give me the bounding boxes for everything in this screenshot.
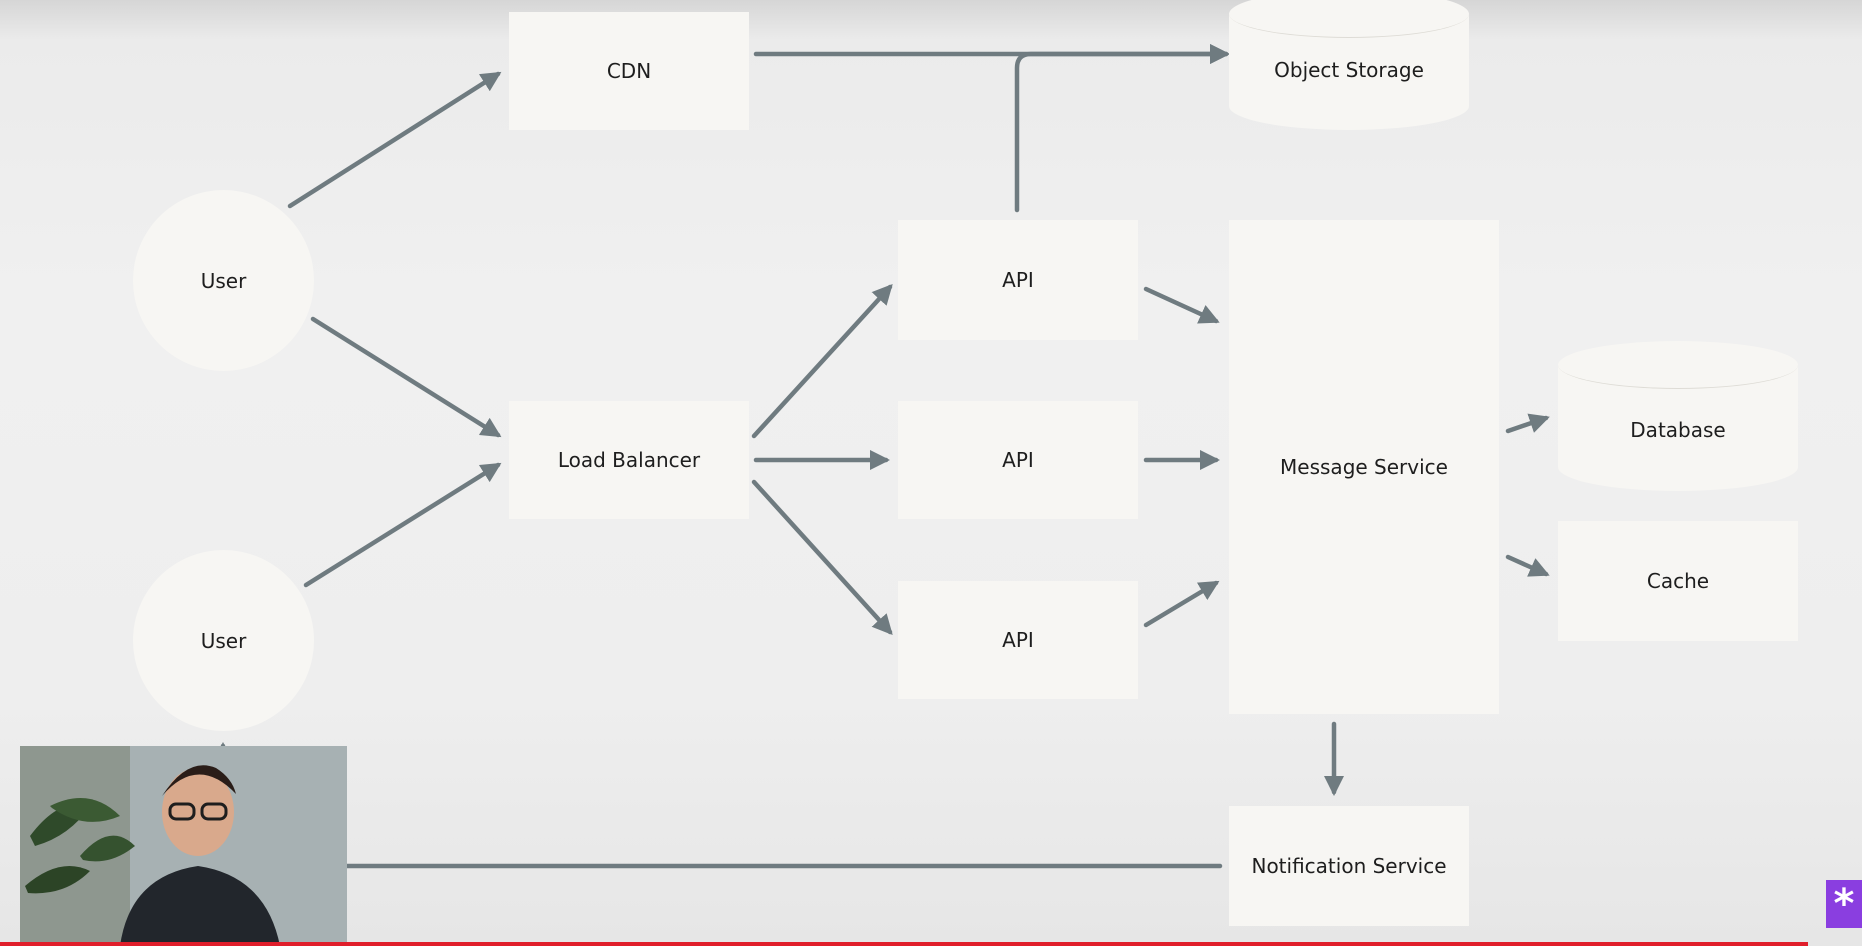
api-label-1: API (1002, 268, 1034, 292)
load-balancer-label: Load Balancer (557, 448, 701, 472)
cache-label: Cache (1646, 569, 1710, 593)
cache-node: Cache (1558, 521, 1798, 641)
user-node-top: User (133, 190, 314, 371)
edge-lb-to-api-3 (751, 479, 893, 636)
cdn-node: CDN (509, 12, 749, 130)
user-label-bottom: User (200, 628, 247, 653)
edge-api-1-to-message-service (1143, 286, 1220, 324)
database-top (1558, 341, 1798, 389)
user-node-bottom: User (133, 550, 314, 731)
asterisk-icon[interactable]: * (1826, 880, 1862, 928)
video-progress-bar[interactable] (0, 942, 1808, 946)
database-node: Database (1558, 341, 1798, 491)
object-storage-label: Object Storage (1274, 58, 1424, 82)
message-service-node: Message Service (1229, 220, 1499, 714)
edge-notification-to-user (212, 741, 1223, 869)
edge-api-to-object-storage (1014, 43, 1231, 213)
edge-user-to-load-balancer (310, 316, 502, 438)
edge-user2-to-load-balancer (303, 462, 502, 588)
asterisk-glyph: * (1833, 881, 1855, 927)
api-node-1: API (898, 220, 1138, 340)
load-balancer-node: Load Balancer (509, 401, 749, 519)
object-storage-node: Object Storage (1229, 0, 1469, 130)
edge-lb-to-api-1 (751, 284, 893, 439)
api-label-2: API (1002, 448, 1034, 472)
presenter-thumbnail (20, 746, 347, 946)
edge-api-3-to-message-service (1143, 580, 1220, 628)
api-node-2: API (898, 401, 1138, 519)
presenter-video-overlay[interactable] (20, 746, 347, 946)
edge-message-service-to-cache (1505, 554, 1550, 577)
edge-message-service-to-database (1505, 413, 1550, 434)
api-node-3: API (898, 581, 1138, 699)
user-label-top: User (200, 268, 247, 293)
cdn-label: CDN (606, 59, 652, 83)
object-storage-top (1229, 0, 1469, 38)
notification-service-label: Notification Service (1251, 854, 1447, 878)
message-service-label: Message Service (1280, 455, 1448, 479)
api-label-3: API (1002, 628, 1034, 652)
database-label: Database (1630, 418, 1726, 442)
notification-service-node: Notification Service (1229, 806, 1469, 926)
edge-user-to-cdn (287, 71, 502, 209)
